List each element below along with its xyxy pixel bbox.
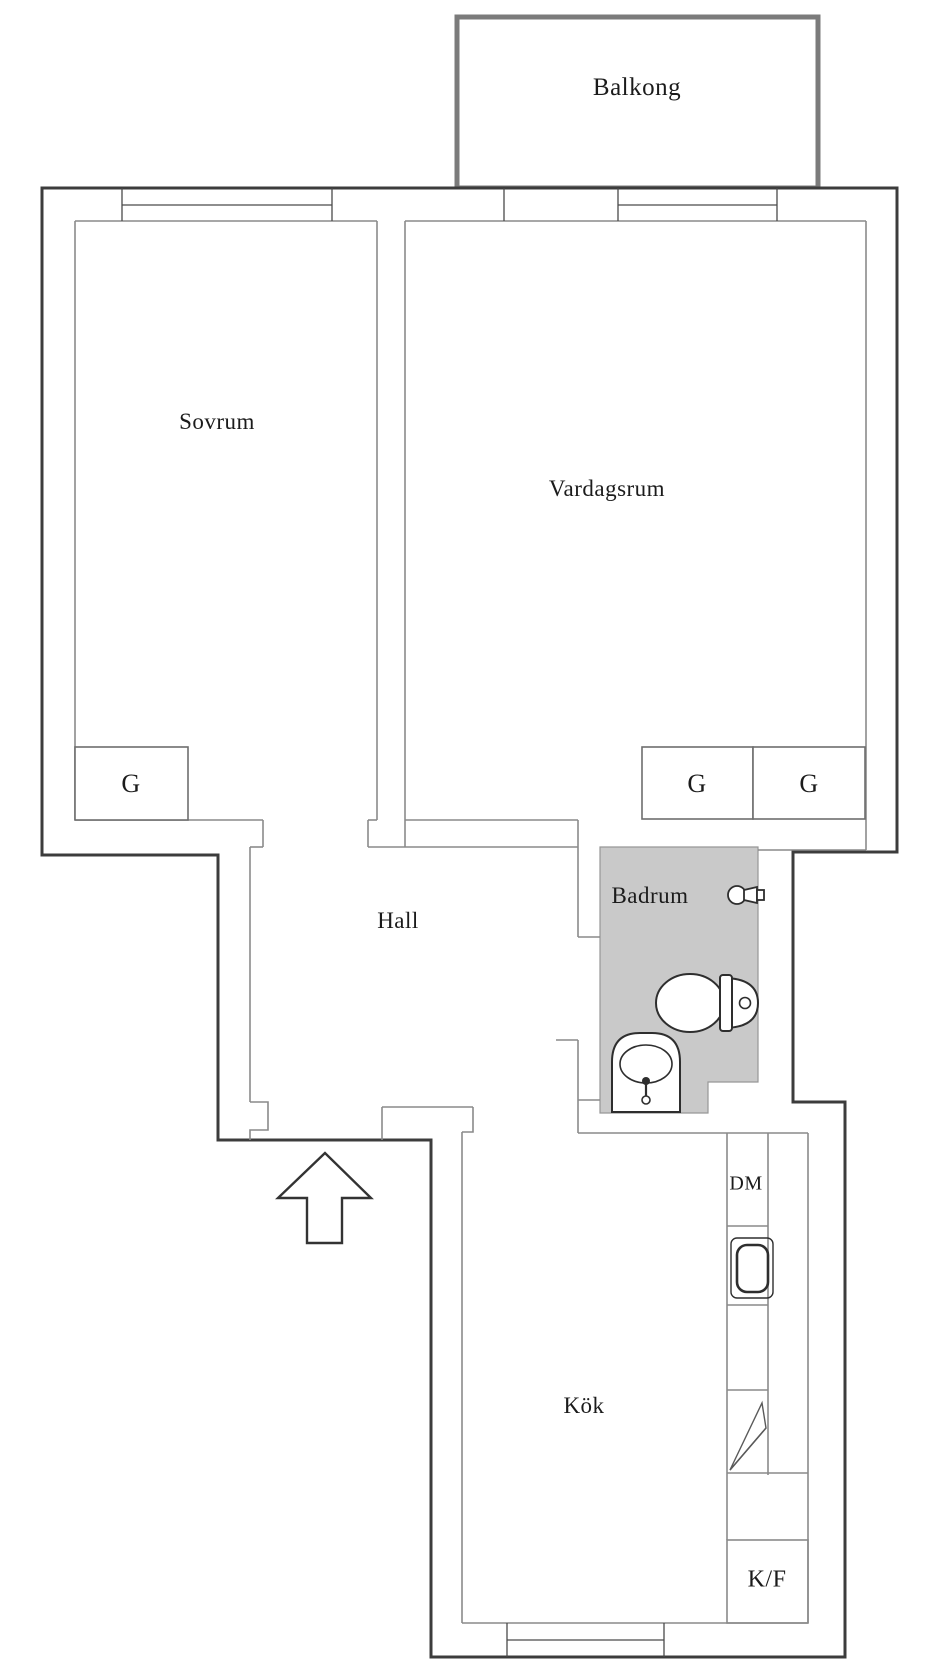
bedroom-window bbox=[121, 188, 333, 221]
room-label-kok: Kök bbox=[563, 1393, 605, 1418]
stove-icon bbox=[729, 1400, 767, 1471]
room-label-vardagsrum: Vardagsrum bbox=[548, 476, 666, 501]
kitchen-counter bbox=[726, 1133, 809, 1624]
fridge-freezer-cabinet bbox=[726, 1539, 809, 1624]
kitchen-sink-icon bbox=[730, 1237, 774, 1299]
room-label-badrum: Badrum bbox=[611, 883, 689, 908]
entrance-arrow-icon bbox=[275, 1151, 374, 1245]
room-label-hall: Hall bbox=[377, 908, 419, 933]
wardrobe-box-living-2 bbox=[752, 746, 866, 820]
wardrobe-box-living-1 bbox=[641, 746, 754, 820]
outer-wall bbox=[40, 186, 899, 1659]
dishwasher-label: DM bbox=[729, 1172, 763, 1195]
livingroom-window bbox=[503, 188, 778, 221]
room-label-sovrum: Sovrum bbox=[179, 409, 255, 434]
fridge-freezer-label: K/F bbox=[747, 1566, 787, 1593]
wardrobe-label-bedroom: G bbox=[121, 769, 141, 798]
room-label-balkong: Balkong bbox=[592, 74, 682, 101]
toilet-icon bbox=[655, 973, 760, 1033]
shower-icon bbox=[727, 885, 765, 905]
bathroom-sink-icon bbox=[611, 1032, 681, 1113]
wardrobe-box-bedroom bbox=[74, 746, 189, 821]
kitchen-window bbox=[506, 1623, 665, 1657]
wardrobe-boxes bbox=[74, 746, 866, 821]
windows bbox=[121, 188, 778, 1657]
wardrobe-label-living-2: G bbox=[799, 769, 819, 798]
balcony-outline bbox=[454, 14, 821, 191]
wardrobe-label-living-1: G bbox=[687, 769, 707, 798]
